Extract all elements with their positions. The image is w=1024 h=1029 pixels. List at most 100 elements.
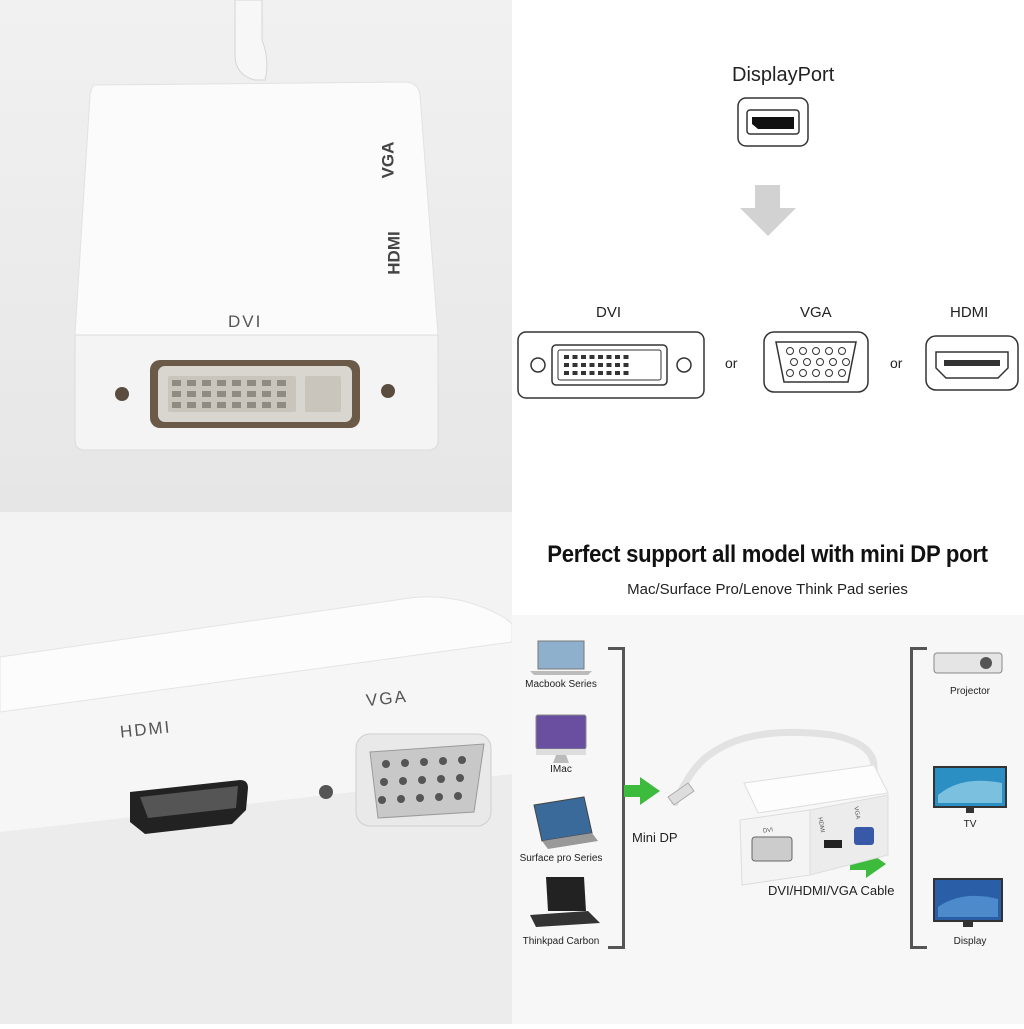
vga-photo-pin bbox=[439, 757, 447, 765]
dvi-diagram-pin bbox=[606, 355, 612, 359]
dvi-diagram-pin bbox=[589, 363, 595, 367]
infographic-title: Perfect support all model with mini DP p… bbox=[547, 541, 988, 568]
vga-diagram-pin bbox=[786, 369, 794, 377]
infographic-graphics bbox=[530, 640, 1007, 927]
dvi-pin bbox=[247, 402, 256, 408]
vga-diagram-pin bbox=[812, 369, 820, 377]
source-label-imac: IMac bbox=[550, 764, 572, 775]
dvi-diagram-pin bbox=[564, 371, 569, 375]
outputs-bracket bbox=[910, 647, 927, 949]
vga-target-label: VGA bbox=[800, 304, 832, 321]
dvi-diagram-pin bbox=[598, 355, 603, 359]
dvi-diagram-pin bbox=[598, 363, 603, 367]
vga-photo-pin bbox=[418, 776, 426, 784]
dvi-pin bbox=[202, 380, 211, 386]
dvi-target-label: DVI bbox=[596, 304, 622, 321]
vga-diagram-pin bbox=[790, 358, 798, 366]
vga-diagram-pin bbox=[799, 347, 807, 355]
vga-diagram-pin bbox=[799, 369, 807, 377]
dvi-diagram-pin bbox=[623, 363, 629, 367]
dvi-diagram-pin bbox=[572, 363, 578, 367]
displayport-label: DisplayPort bbox=[732, 64, 835, 86]
dvi-diagram-pin bbox=[572, 371, 578, 375]
displayport-diagram: DisplayPort DVI VGA HDMI or bbox=[512, 0, 1024, 512]
vga-photo-pin bbox=[454, 792, 462, 800]
tv-icon bbox=[933, 766, 1007, 813]
adapter-label: DVI/HDMI/VGA Cable bbox=[768, 883, 895, 898]
vga-photo-pin bbox=[416, 794, 424, 802]
dvi-pin bbox=[277, 380, 286, 386]
projector-icon bbox=[933, 652, 1003, 674]
dvi-pin bbox=[277, 391, 286, 397]
display-icon bbox=[933, 878, 1003, 927]
dvi-diagram-pin bbox=[581, 363, 586, 367]
vga-photo-pin bbox=[456, 774, 464, 782]
dvi-pin bbox=[262, 391, 271, 397]
dvi-pin bbox=[202, 391, 211, 397]
vga-diagram-pin bbox=[842, 358, 850, 366]
dvi-pin bbox=[217, 391, 226, 397]
dvi-diagram-pin bbox=[564, 355, 569, 359]
hdmi-target-label: HDMI bbox=[950, 304, 989, 321]
dvi-pin bbox=[247, 391, 256, 397]
dvi-diagram-pin bbox=[606, 371, 612, 375]
dvi-pin bbox=[262, 402, 271, 408]
vga-photo-pin bbox=[420, 758, 428, 766]
output-label-tv: TV bbox=[963, 819, 977, 830]
dvi-pin bbox=[232, 380, 241, 386]
vga-diagram-pin bbox=[803, 358, 811, 366]
connector-diagram bbox=[517, 97, 1019, 399]
source-label-surface: Surface pro Series bbox=[519, 853, 603, 864]
dvi-pin bbox=[187, 391, 196, 397]
dvi-print-label: DVI bbox=[228, 312, 263, 331]
vga-diagram-pin bbox=[825, 369, 833, 377]
dvi-pin bbox=[277, 402, 286, 408]
dvi-diagram-pin bbox=[589, 371, 595, 375]
mini-dp-plug-icon bbox=[667, 782, 695, 806]
vga-photo-pin bbox=[458, 756, 466, 764]
vga-diagram-pin bbox=[812, 347, 820, 355]
or-separator-2: or bbox=[890, 355, 903, 371]
dvi-diagram-pin bbox=[598, 371, 603, 375]
dvi-diagram-pin bbox=[623, 371, 629, 375]
dvi-pin bbox=[172, 380, 181, 386]
dvi-diagram-pin bbox=[623, 355, 629, 359]
dvi-adapter-illustration bbox=[74, 0, 439, 451]
vga-photo-pin bbox=[437, 775, 445, 783]
surface-pro-icon bbox=[533, 796, 598, 849]
dvi-diagram-pin bbox=[615, 363, 620, 367]
dvi-connector-icon bbox=[517, 331, 705, 399]
output-label-display: Display bbox=[953, 936, 987, 947]
adapter-icon bbox=[739, 764, 889, 886]
dvi-diagram-pin bbox=[589, 355, 595, 359]
hdmi-vga-illustration bbox=[0, 596, 513, 1024]
vga-print-label: VGA bbox=[378, 141, 398, 179]
hdmi-print-label: HDMI bbox=[384, 231, 404, 275]
vga-photo-pin bbox=[380, 778, 388, 786]
vga-diagram-pin bbox=[829, 358, 837, 366]
vga-connector-icon bbox=[763, 331, 869, 393]
input-arrow-icon bbox=[624, 777, 660, 805]
dvi-pin bbox=[172, 391, 181, 397]
vga-photo-pin bbox=[397, 795, 405, 803]
vga-photo-pin bbox=[399, 777, 407, 785]
vga-photo-pin bbox=[435, 793, 443, 801]
vga-diagram-pin bbox=[838, 347, 846, 355]
input-label: Mini DP bbox=[632, 830, 678, 845]
source-label-macbook: Macbook Series bbox=[525, 679, 597, 690]
vga-diagram-pin bbox=[825, 347, 833, 355]
or-separator-1: or bbox=[725, 355, 738, 371]
dvi-diagram-pin bbox=[615, 371, 620, 375]
dvi-pin bbox=[202, 402, 211, 408]
vga-diagram-pin bbox=[838, 369, 846, 377]
vga-photo-pin bbox=[382, 760, 390, 768]
dvi-diagram-pin bbox=[581, 355, 586, 359]
down-arrow-icon bbox=[740, 185, 796, 236]
dvi-pin bbox=[217, 380, 226, 386]
dvi-pin bbox=[262, 380, 271, 386]
dvi-pin bbox=[187, 402, 196, 408]
dvi-pin bbox=[247, 380, 256, 386]
hdmi-connector-icon bbox=[925, 335, 1019, 391]
vga-diagram-pin bbox=[816, 358, 824, 366]
dvi-pin bbox=[232, 391, 241, 397]
